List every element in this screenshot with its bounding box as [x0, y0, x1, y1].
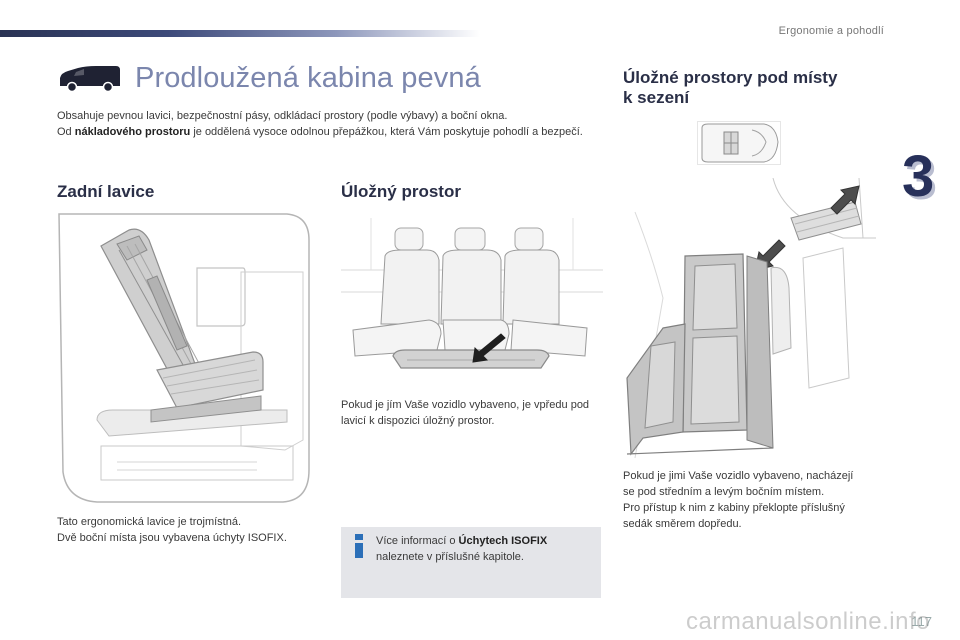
info-text: Více informací o Úchytech ISOFIX nalezne…	[376, 535, 548, 563]
under-seat-storage-illustration	[623, 178, 876, 461]
car-top-view-illustration	[697, 121, 781, 165]
info-icon	[355, 534, 363, 558]
info-bold: Úchytech ISOFIX	[458, 535, 548, 547]
info-box	[341, 527, 601, 598]
watermark: carmanualsonline.info	[686, 608, 930, 635]
intro-text: Obsahuje pevnou lavici, bezpečnostní pás…	[57, 108, 597, 140]
heading-storage: Úložný prostor	[341, 182, 461, 201]
rear-bench-text: Tato ergonomická lavice je trojmístná. D…	[57, 516, 287, 544]
heading-rear-bench: Zadní lavice	[57, 182, 155, 201]
header-bar	[0, 30, 480, 37]
van-icon	[60, 66, 120, 92]
intro-line-1: Obsahuje pevnou lavici, bezpečnostní pás…	[57, 110, 508, 122]
chapter-number: 3	[902, 144, 935, 209]
page-title: Prodloužená kabina pevná	[135, 62, 481, 94]
intro-line-2: Od nákladového prostoru je oddělená vyso…	[57, 126, 583, 138]
rear-bench-illustration	[57, 210, 319, 508]
section-name: Ergonomie a pohodlí	[778, 25, 884, 37]
chapter-number-shadow: 3	[905, 147, 938, 212]
storage-text: Pokud je jím Vaše vozidlo vybaveno, je v…	[341, 399, 590, 427]
intro-bold: nákladového prostoru	[74, 126, 191, 138]
storage-illustration	[341, 210, 603, 386]
heading-under-seat: Úložné prostory pod místy k sezení	[623, 68, 838, 107]
under-seat-text: Pokud je jimi Vaše vozidlo vybaveno, nac…	[623, 470, 854, 530]
page-number: 117	[911, 614, 932, 629]
